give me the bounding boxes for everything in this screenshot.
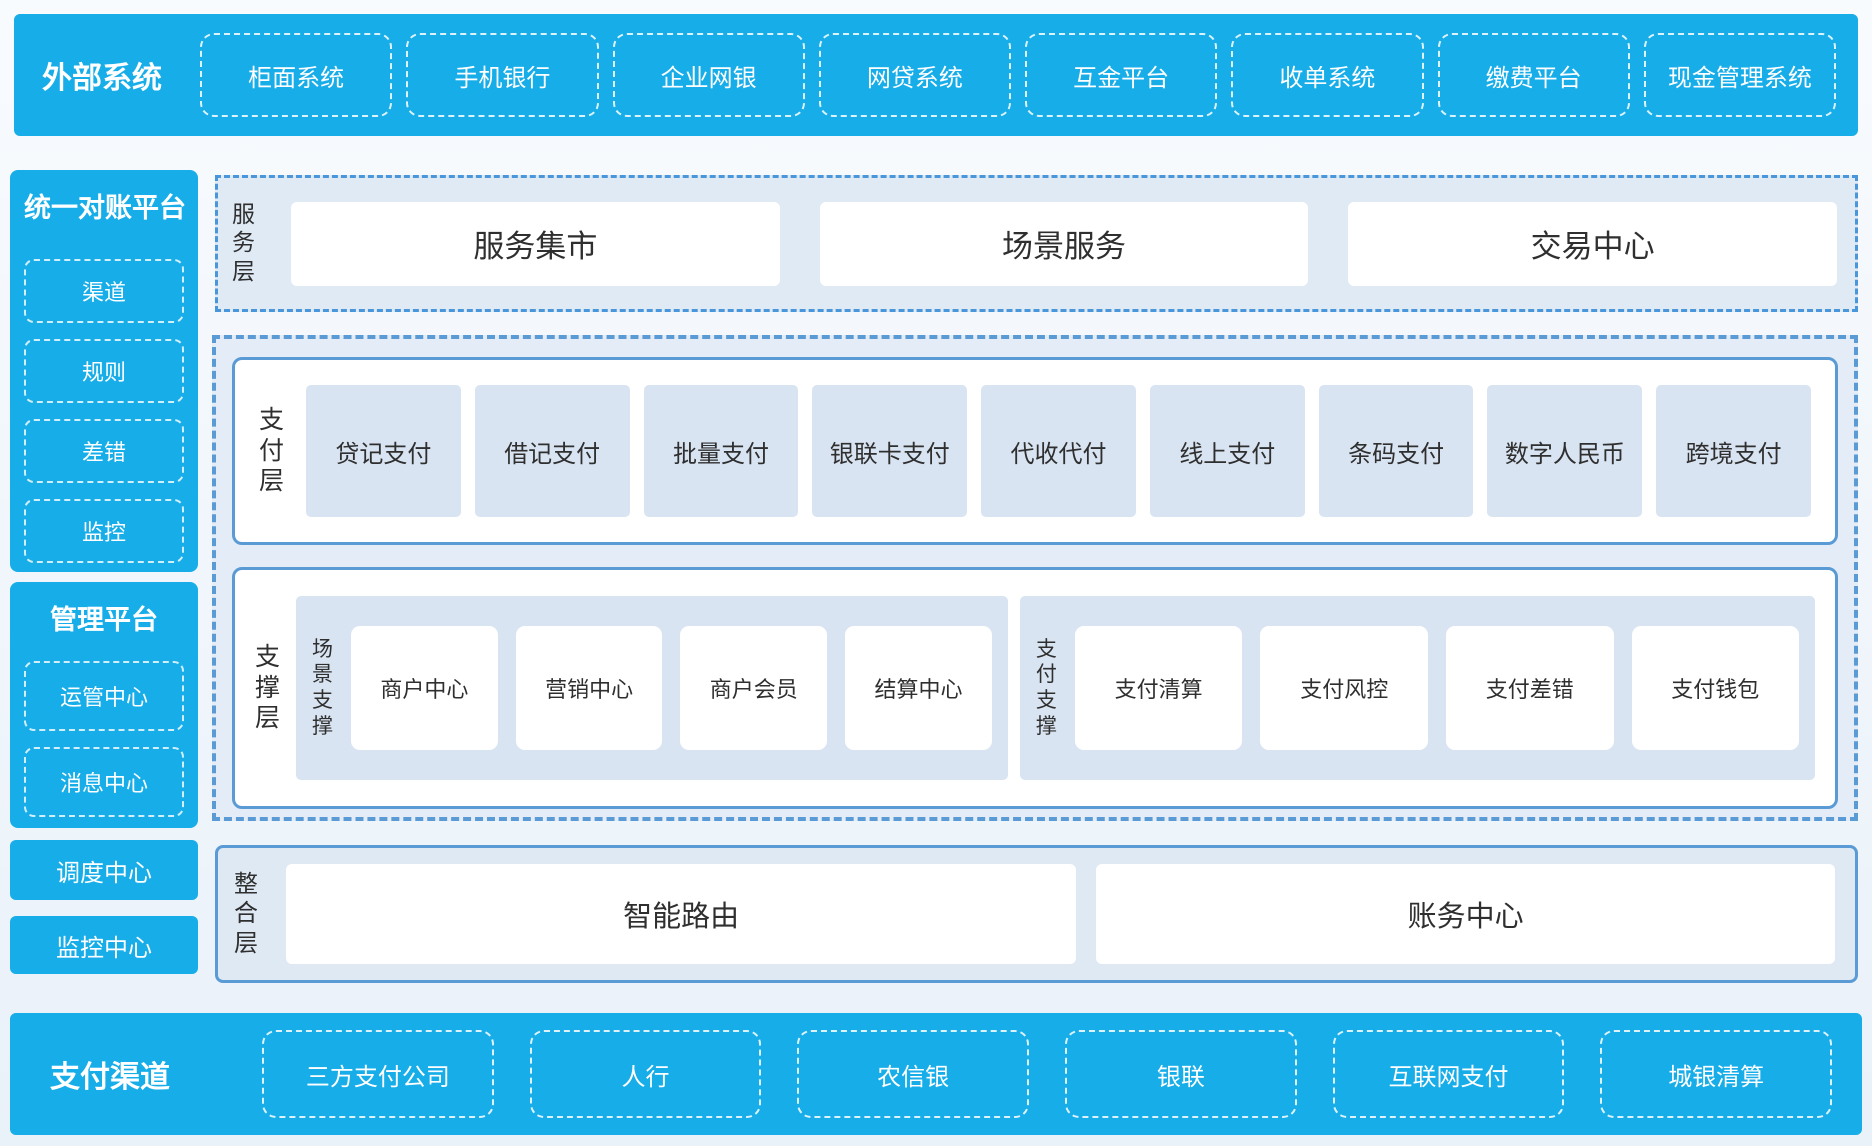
payment-support-box: 支付钱包 xyxy=(1631,626,1800,750)
reconciliation-platform-block: 统一对账平台 渠道 规则 差错 监控 xyxy=(10,170,198,572)
external-system-box: 企业网银 xyxy=(612,33,805,117)
external-system-box: 网贷系统 xyxy=(818,33,1011,117)
service-box: 服务集市 xyxy=(291,201,780,286)
dispatch-center-block: 调度中心 xyxy=(10,840,198,900)
service-box: 交易中心 xyxy=(1348,201,1838,286)
payment-box: 贷记支付 xyxy=(306,385,461,517)
scene-support-box: 结算中心 xyxy=(845,626,992,750)
external-system-box: 互金平台 xyxy=(1025,33,1218,117)
external-system-box: 缴费平台 xyxy=(1437,33,1630,117)
external-systems-list: 柜面系统 手机银行 企业网银 网贷系统 互金平台 收单系统 缴费平台 现金管理系… xyxy=(200,14,1836,136)
management-items: 运管中心 消息中心 xyxy=(24,661,184,817)
reconciliation-item-box: 监控 xyxy=(24,499,184,563)
integration-items: 智能路由 账务中心 xyxy=(286,864,1835,964)
scene-support-box: 营销中心 xyxy=(515,626,663,750)
payment-channel-box: 城银清算 xyxy=(1600,1030,1833,1118)
reconciliation-item-box: 渠道 xyxy=(24,259,184,323)
management-platform-block: 管理平台 运管中心 消息中心 xyxy=(10,582,198,828)
service-layer-panel: 服 务 层 服务集市 场景服务 交易中心 xyxy=(215,175,1858,312)
payment-support-box: 支付差错 xyxy=(1445,626,1614,750)
scene-support-box: 商户会员 xyxy=(680,626,828,750)
payment-channels-list: 三方支付公司 人行 农信银 银联 互联网支付 城银清算 xyxy=(262,1013,1833,1135)
payment-support-group: 支 付 支 撑 支付清算 支付风控 支付差错 支付钱包 xyxy=(1019,596,1815,780)
payment-box: 线上支付 xyxy=(1149,385,1305,517)
payment-layer-panel: 支 付 层 贷记支付 借记支付 批量支付 银联卡支付 代收代付 线上支付 条码支… xyxy=(232,357,1838,545)
payment-box: 条码支付 xyxy=(1318,385,1474,517)
scene-support-label: 场 景 支 撑 xyxy=(312,636,334,738)
integration-layer-label: 整 合 层 xyxy=(234,870,258,957)
support-groups: 场 景 支 撑 商户中心 营销中心 商户会员 结算中心 支 xyxy=(296,596,1815,780)
reconciliation-platform-title: 统一对账平台 xyxy=(24,193,186,224)
payment-box: 借记支付 xyxy=(474,385,630,517)
monitor-center-block: 监控中心 xyxy=(10,916,198,974)
external-system-box: 手机银行 xyxy=(406,33,599,117)
payment-channel-box: 银联 xyxy=(1065,1030,1297,1118)
scene-support-box: 商户中心 xyxy=(351,626,498,750)
payment-channel-box: 人行 xyxy=(529,1030,762,1118)
scene-support-items: 商户中心 营销中心 商户会员 结算中心 xyxy=(351,626,992,750)
support-layer-label: 支 撑 层 xyxy=(255,642,281,733)
reconciliation-item-box: 差错 xyxy=(24,419,184,483)
support-layer-panel: 支 撑 层 场 景 支 撑 商户中心 营销中心 商户会员 结算中心 xyxy=(232,567,1838,809)
external-system-box: 收单系统 xyxy=(1231,33,1424,117)
service-box: 场景服务 xyxy=(819,201,1309,286)
payment-box: 数字人民币 xyxy=(1487,385,1643,517)
payment-channels-title: 支付渠道 xyxy=(50,1060,170,1095)
payment-channel-box: 农信银 xyxy=(797,1030,1030,1118)
payment-support-label: 支 付 支 撑 xyxy=(1035,636,1057,738)
payment-channel-box: 互联网支付 xyxy=(1332,1030,1565,1118)
accounting-center-box: 账务中心 xyxy=(1096,864,1835,964)
payment-box: 跨境支付 xyxy=(1656,385,1812,517)
management-item-box: 消息中心 xyxy=(24,747,184,817)
payment-layer-items: 贷记支付 借记支付 批量支付 银联卡支付 代收代付 线上支付 条码支付 数字人民… xyxy=(306,385,1812,517)
reconciliation-items: 渠道 规则 差错 监控 xyxy=(24,259,184,563)
payment-support-box: 支付风控 xyxy=(1260,626,1428,750)
payment-box: 批量支付 xyxy=(643,385,799,517)
payment-layer-label: 支 付 层 xyxy=(259,405,285,496)
service-layer-items: 服务集市 场景服务 交易中心 xyxy=(291,178,1838,309)
service-layer-label: 服 务 层 xyxy=(232,202,255,285)
core-layers-container: 支 付 层 贷记支付 借记支付 批量支付 银联卡支付 代收代付 线上支付 条码支… xyxy=(212,335,1858,821)
management-platform-title: 管理平台 xyxy=(50,605,158,636)
smart-routing-box: 智能路由 xyxy=(286,864,1077,964)
payment-channel-box: 三方支付公司 xyxy=(262,1030,494,1118)
integration-layer-panel: 整 合 层 智能路由 账务中心 xyxy=(215,845,1858,983)
scene-support-group: 场 景 支 撑 商户中心 营销中心 商户会员 结算中心 xyxy=(296,596,1008,780)
external-systems-band: 外部系统 柜面系统 手机银行 企业网银 网贷系统 互金平台 收单系统 缴费平台 … xyxy=(14,14,1858,136)
payment-support-items: 支付清算 支付风控 支付差错 支付钱包 xyxy=(1074,626,1800,750)
payment-support-box: 支付清算 xyxy=(1074,626,1243,750)
payment-box: 银联卡支付 xyxy=(812,385,968,517)
payment-channels-band: 支付渠道 三方支付公司 人行 农信银 银联 互联网支付 城银清算 xyxy=(10,1013,1862,1135)
external-systems-title: 外部系统 xyxy=(42,61,162,96)
payment-box: 代收代付 xyxy=(981,385,1136,517)
reconciliation-item-box: 规则 xyxy=(24,339,184,403)
external-system-box: 现金管理系统 xyxy=(1643,33,1836,117)
management-item-box: 运管中心 xyxy=(24,661,184,731)
external-system-box: 柜面系统 xyxy=(200,33,393,117)
